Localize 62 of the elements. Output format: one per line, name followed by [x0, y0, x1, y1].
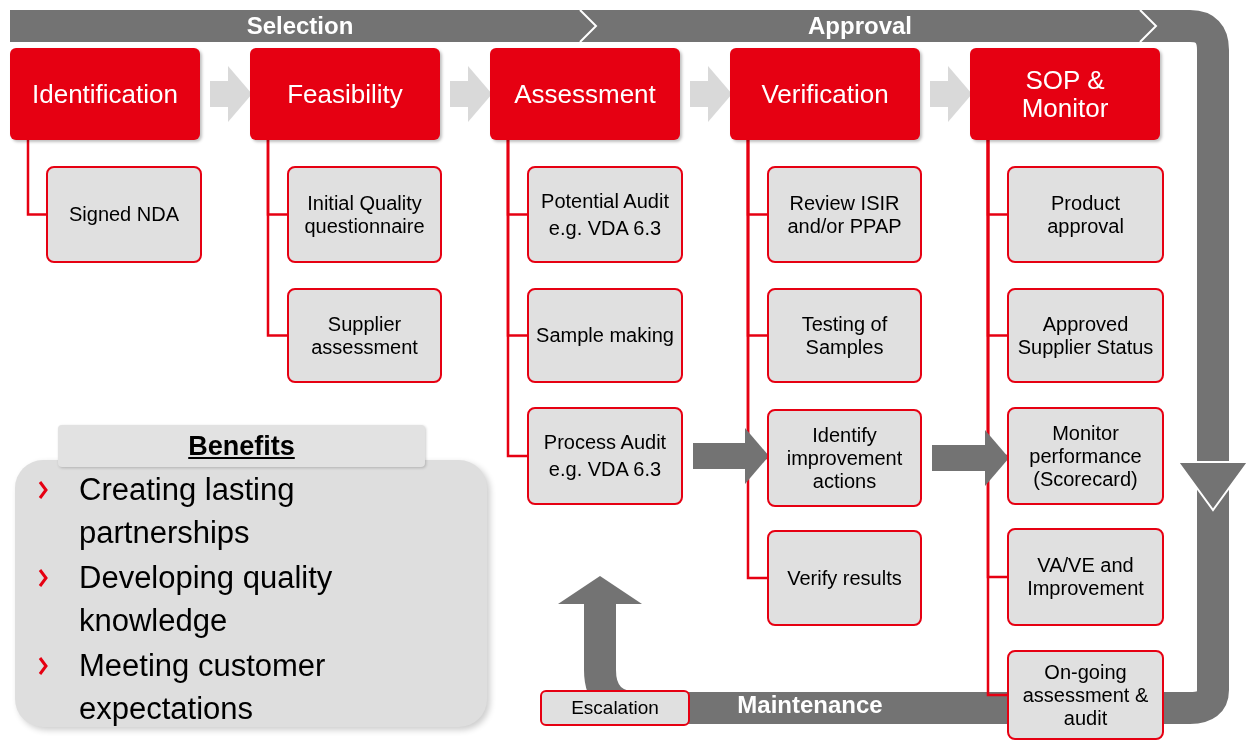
task-box: [46, 166, 202, 263]
connector-line: [266, 140, 287, 337]
stage-title: SOP & Monitor: [1020, 66, 1110, 122]
benefit-text: Meeting customer expectations: [79, 647, 327, 728]
node-text: On-going assessment & audit: [1021, 660, 1150, 730]
task-box: [1007, 528, 1164, 626]
connector-line: [746, 140, 767, 580]
node-text: Verify results: [787, 566, 902, 590]
stage-header: [730, 48, 920, 140]
node-text: Potential Audit: [541, 189, 669, 213]
task-box: [767, 530, 922, 626]
block-arrow: [932, 430, 1009, 486]
stage-header: [490, 48, 680, 140]
node-text: Signed NDA: [68, 203, 180, 226]
task-box: [1007, 650, 1164, 740]
node-text: Initial Quality questionnaire: [303, 191, 426, 238]
task-box: [287, 288, 442, 383]
node-text: Escalation: [571, 695, 659, 720]
task-box: [527, 166, 683, 263]
task-box: [767, 288, 922, 383]
stage-title: Identification: [32, 80, 178, 108]
task-box: [1007, 288, 1164, 383]
phase-label: Approval: [807, 12, 913, 40]
node-text: Review ISIR and/or PPAP: [786, 191, 903, 238]
task-box: [287, 166, 442, 263]
connector-line: [26, 140, 46, 216]
connector-line: [506, 140, 527, 458]
node-text: Testing of Samples: [800, 312, 889, 359]
node-text: Identify improvement actions: [785, 423, 904, 493]
stage-title: Feasibility: [287, 80, 403, 108]
block-arrow: [210, 66, 252, 122]
block-arrow: [450, 66, 492, 122]
node-text: Product approval: [1046, 191, 1125, 238]
task-box: [527, 288, 683, 383]
node-text: Monitor performance (Scorecard): [1028, 421, 1143, 491]
node-text: e.g. VDA 6.3: [548, 458, 662, 481]
block-arrow: [693, 428, 769, 484]
stage-header: [10, 48, 200, 140]
connector-line: [986, 140, 1007, 697]
task-box: [1007, 407, 1164, 505]
node-text: Approved Supplier Status: [1016, 312, 1155, 359]
block-arrow: [930, 66, 972, 122]
phase-label: Selection: [245, 12, 355, 40]
benefits-heading: Benefits: [58, 425, 425, 467]
escalation-box: [540, 690, 690, 726]
stage-title: Verification: [761, 80, 889, 108]
node-text: Process Audit: [543, 431, 667, 454]
stage-header: [970, 48, 1160, 140]
stage-title: Assessment: [514, 80, 656, 108]
task-box: [767, 409, 922, 507]
benefit-text: Developing quality knowledge: [79, 559, 334, 640]
task-box: [1007, 166, 1164, 263]
block-arrow: [690, 66, 732, 122]
node-text: Supplier assessment: [310, 312, 419, 359]
phase-label: Maintenance: [736, 691, 884, 719]
node-text: e.g. VDA 6.3: [548, 216, 662, 240]
node-text: Sample making: [536, 324, 674, 347]
task-box: [767, 166, 922, 263]
task-box: [527, 407, 683, 505]
node-text: VA/VE and Improvement: [1026, 554, 1145, 600]
stage-header: [250, 48, 440, 140]
benefit-text: Creating lasting partnerships: [79, 471, 296, 552]
